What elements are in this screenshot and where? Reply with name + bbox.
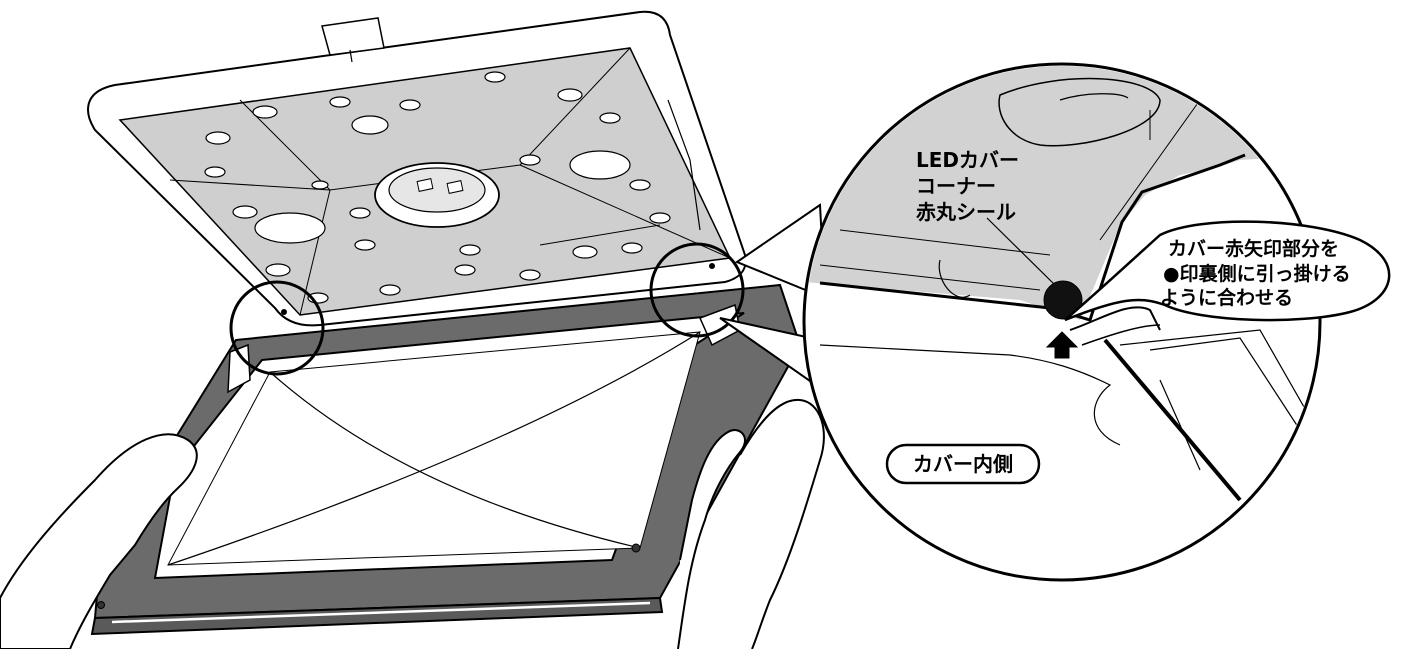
highlight-circle-right xyxy=(649,242,745,338)
inner-side-label: カバー内側 xyxy=(913,452,1013,476)
highlight-circle-left xyxy=(229,280,325,376)
left-hand xyxy=(0,433,198,649)
red-sticker-marker xyxy=(1043,280,1083,320)
ceiling-light-body xyxy=(86,10,747,327)
sticker-label-line-3: 赤丸シール xyxy=(916,200,1016,224)
inner-side-pill xyxy=(885,443,1041,485)
instruction-bubble xyxy=(1064,220,1391,322)
zoom-callout xyxy=(719,62,1391,582)
up-arrow-icon xyxy=(1045,331,1079,359)
instruction-line-3: ように合わせる xyxy=(1160,286,1293,309)
right-hand xyxy=(677,398,825,649)
instruction-line-1: カバー赤矢印部分を xyxy=(1168,237,1339,260)
instruction-line-2: ●印裏側に引っ掛ける xyxy=(1163,262,1351,285)
sticker-label-line-2: コーナー xyxy=(916,174,996,198)
sticker-label-line-1: LEDカバー xyxy=(916,148,1019,172)
led-cover-frame xyxy=(90,283,802,636)
